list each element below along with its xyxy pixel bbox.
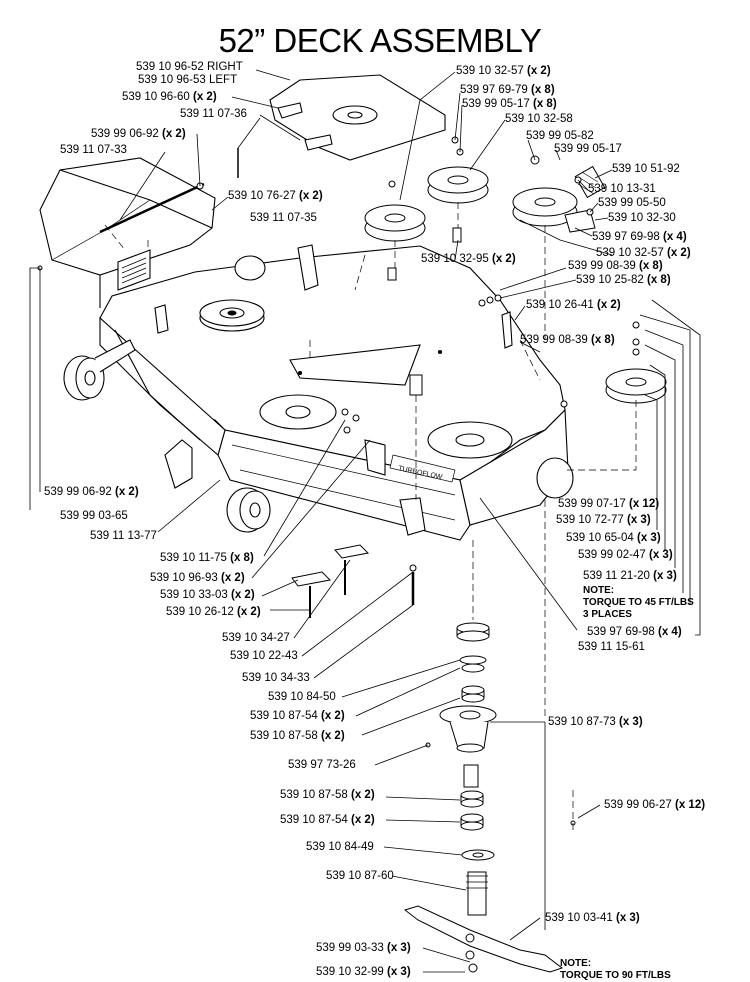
part-label: 539 10 72-77 (x 3) xyxy=(556,514,651,526)
part-label: 539 11 07-35 xyxy=(250,212,317,224)
part-label: 539 97 73-26 xyxy=(288,759,356,771)
leader-lines xyxy=(29,69,701,973)
deflector-rod xyxy=(99,182,205,234)
part-label: 539 11 07-33 xyxy=(60,144,127,156)
part-label: 539 10 51-92 xyxy=(612,163,680,175)
part-label: 539 11 21-20 (x 3) xyxy=(583,570,677,582)
part-label: 539 10 11-75 (x 8) xyxy=(160,552,254,564)
part-label: 539 10 87-54 (x 2) xyxy=(250,710,345,722)
part-label: 539 97 69-98 (x 4) xyxy=(587,626,682,638)
part-label: 539 97 69-79 (x 8) xyxy=(460,84,555,96)
part-label: 539 10 33-03 (x 2) xyxy=(160,589,255,601)
part-label: 539 10 32-30 xyxy=(608,212,676,224)
part-label: 539 11 07-36 xyxy=(180,108,247,120)
part-label: 539 99 05-50 xyxy=(598,197,666,209)
part-label: 539 99 08-39 (x 8) xyxy=(568,260,663,272)
part-label: 539 10 96-60 (x 2) xyxy=(122,91,217,103)
part-label: 539 99 05-17 (x 8) xyxy=(462,98,557,110)
hardware xyxy=(37,136,640,973)
part-label: 539 97 69-98 (x 4) xyxy=(592,231,687,243)
centerlines xyxy=(104,202,637,830)
torque-note-45: NOTE: TORQUE TO 45 FT/LBS 3 PLACES xyxy=(583,585,694,620)
part-label: 539 99 02-47 (x 3) xyxy=(578,549,673,561)
part-label: 539 10 13-31 xyxy=(588,183,656,195)
part-label: 539 99 05-82 xyxy=(526,130,594,142)
part-label: 539 10 34-27 xyxy=(222,632,290,644)
torque-note-90: NOTE: TORQUE TO 90 FT/LBS xyxy=(560,958,671,981)
part-label: 539 99 05-17 xyxy=(554,143,622,155)
mower-blade xyxy=(403,905,564,973)
part-label: 539 10 87-73 (x 3) xyxy=(548,716,643,728)
part-label: 539 10 26-12 (x 2) xyxy=(166,606,261,618)
part-label: 539 99 03-33 (x 3) xyxy=(316,942,411,954)
belt-shield xyxy=(269,74,446,161)
part-label: 539 10 65-04 (x 3) xyxy=(566,532,661,544)
part-label: 539 99 03-65 xyxy=(60,510,128,522)
part-label: 539 10 76-27 (x 2) xyxy=(228,190,323,202)
part-label: 539 10 96-53 LEFT xyxy=(138,74,238,86)
part-label: 539 10 32-99 (x 3) xyxy=(316,966,411,978)
mower-deck: TURBOFLOW xyxy=(63,244,574,541)
part-label: 539 10 32-58 xyxy=(505,113,573,125)
part-label: 539 10 26-41 (x 2) xyxy=(526,299,621,311)
part-label: 539 10 32-95 (x 2) xyxy=(421,253,516,265)
part-label: 539 10 32-57 (x 2) xyxy=(456,65,551,77)
part-label: 539 10 96-93 (x 2) xyxy=(150,572,245,584)
part-label: 539 99 06-92 (x 2) xyxy=(44,486,139,498)
idler-pulleys xyxy=(364,165,667,404)
page-title: 52” DECK ASSEMBLY xyxy=(218,22,542,59)
part-label: 539 10 87-58 (x 2) xyxy=(250,730,345,742)
part-label: 539 10 32-57 (x 2) xyxy=(596,247,691,259)
part-label: 539 10 03-41 (x 3) xyxy=(545,912,640,924)
part-label: 539 10 34-33 xyxy=(242,672,310,684)
discharge-deflector xyxy=(39,157,216,308)
part-label: 539 99 06-92 (x 2) xyxy=(91,128,186,140)
part-label: 539 10 87-60 xyxy=(326,870,394,882)
part-label: 539 99 08-39 (x 8) xyxy=(520,334,615,346)
part-label: 539 11 15-61 xyxy=(578,641,645,653)
part-label: 539 99 07-17 (x 12) xyxy=(558,498,660,510)
part-label: 539 11 13-77 xyxy=(90,530,157,542)
part-label: 539 99 06-27 (x 12) xyxy=(604,799,706,811)
spindle-assembly xyxy=(439,622,497,916)
part-label: 539 10 87-58 (x 2) xyxy=(280,789,375,801)
part-label: 539 10 22-43 xyxy=(230,650,298,662)
part-label: 539 10 84-50 xyxy=(268,691,336,703)
part-label: 539 10 96-52 RIGHT xyxy=(136,61,243,73)
part-label: 539 10 84-49 xyxy=(306,841,374,853)
part-label: 539 10 25-82 (x 8) xyxy=(576,274,671,286)
part-label: 539 10 87-54 (x 2) xyxy=(280,814,375,826)
